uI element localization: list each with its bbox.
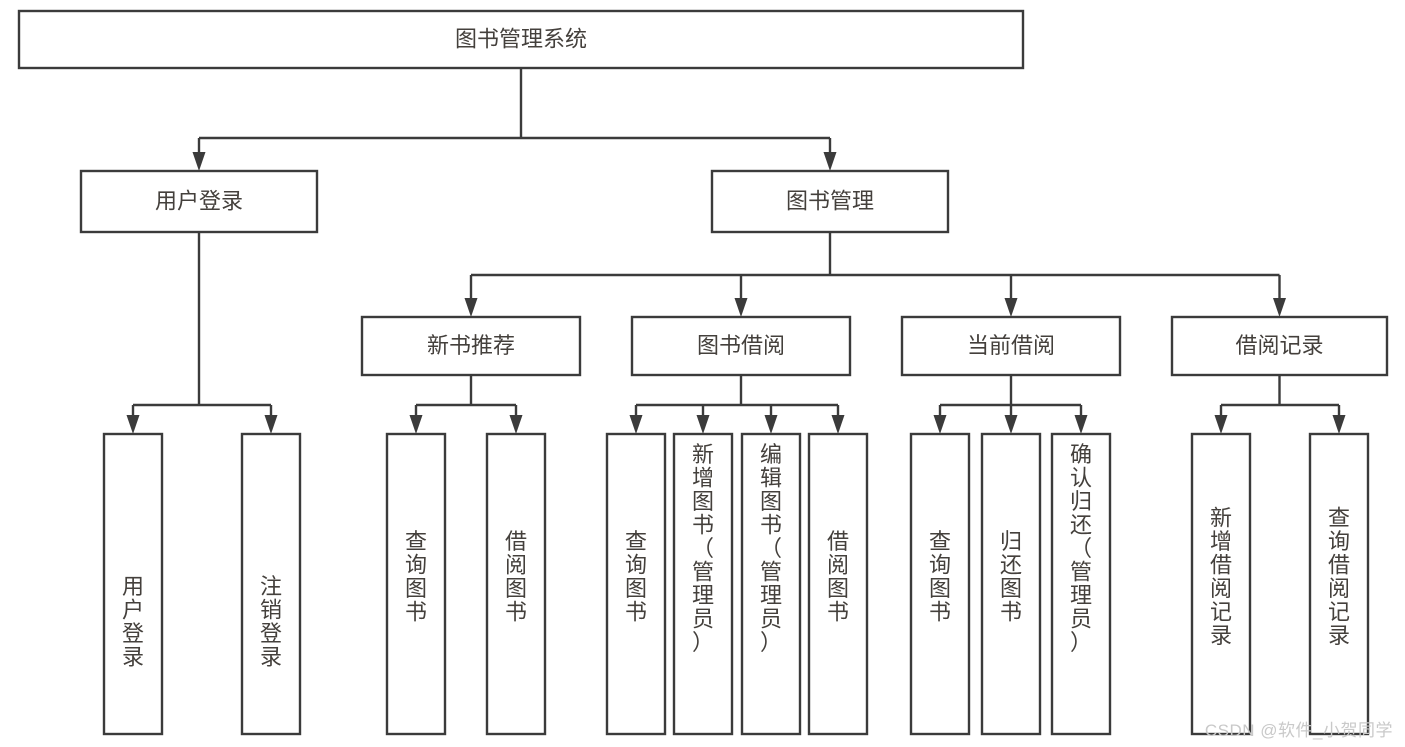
node-label: 确认归还（管理员） xyxy=(1070,442,1092,655)
arrow-head-icon xyxy=(831,415,845,434)
node-box xyxy=(102,432,164,736)
node-box xyxy=(1170,315,1389,377)
arrow-head-icon xyxy=(1214,415,1228,434)
node-label: 查询借阅记录 xyxy=(1328,505,1350,648)
arrow-head-icon xyxy=(264,415,278,434)
node-box xyxy=(630,315,852,377)
arrow-head-icon xyxy=(126,415,140,434)
arrow-head-icon xyxy=(1004,415,1018,434)
node-box xyxy=(900,315,1122,377)
csdn-watermark: CSDN @软件_小贺同学 xyxy=(1204,721,1393,740)
arrow-head-icon xyxy=(696,415,710,434)
node-leaf-query-book-current[interactable]: 查询图书 xyxy=(909,432,971,736)
node-box xyxy=(740,432,802,736)
node-leaf-add-borrow-record[interactable]: 新增借阅记录 xyxy=(1190,432,1252,736)
node-box xyxy=(672,432,734,736)
node-book-manage[interactable]: 图书管理 xyxy=(710,169,950,234)
node-leaf-query-book-recommend[interactable]: 查询图书 xyxy=(385,432,447,736)
node-box xyxy=(1190,432,1252,736)
node-box xyxy=(1308,432,1370,736)
node-box xyxy=(909,432,971,736)
arrow-head-icon xyxy=(629,415,643,434)
node-label: 借阅图书 xyxy=(827,529,849,625)
node-layer: 图书管理系统用户登录图书管理新书推荐图书借阅当前借阅借阅记录用户登录注销登录查询… xyxy=(17,9,1389,736)
node-box xyxy=(485,432,547,736)
node-box xyxy=(980,432,1042,736)
node-leaf-return-book[interactable]: 归还图书 xyxy=(980,432,1042,736)
node-label: 借阅图书 xyxy=(505,529,527,625)
arrow-head-icon xyxy=(823,152,837,171)
node-label: 新增借阅记录 xyxy=(1210,505,1232,648)
node-label: 新书推荐 xyxy=(427,333,515,358)
arrow-head-icon xyxy=(1332,415,1346,434)
node-label: 查询图书 xyxy=(405,529,427,625)
node-current-borrow[interactable]: 当前借阅 xyxy=(900,315,1122,377)
node-label: 注销登录 xyxy=(260,574,282,670)
node-borrow-record[interactable]: 借阅记录 xyxy=(1170,315,1389,377)
node-leaf-query-borrow-record[interactable]: 查询借阅记录 xyxy=(1308,432,1370,736)
node-user-login[interactable]: 用户登录 xyxy=(79,169,319,234)
node-label: 图书借阅 xyxy=(697,333,785,358)
node-leaf-logout[interactable]: 注销登录 xyxy=(240,432,302,736)
node-leaf-borrow-book[interactable]: 借阅图书 xyxy=(807,432,869,736)
arrow-head-icon xyxy=(1004,298,1018,317)
node-box xyxy=(385,432,447,736)
arrow-head-icon xyxy=(409,415,423,434)
node-root[interactable]: 图书管理系统 xyxy=(17,9,1025,70)
connector-layer xyxy=(126,68,1346,434)
node-label: 归还图书 xyxy=(1000,529,1022,625)
arrow-head-icon xyxy=(464,298,478,317)
node-label: 图书管理 xyxy=(786,188,874,213)
node-label: 用户登录 xyxy=(155,188,243,213)
arrow-head-icon xyxy=(933,415,947,434)
node-box xyxy=(605,432,667,736)
node-leaf-borrow-book-recommend[interactable]: 借阅图书 xyxy=(485,432,547,736)
node-label: 查询图书 xyxy=(929,529,951,625)
node-box xyxy=(79,169,319,234)
node-book-borrow[interactable]: 图书借阅 xyxy=(630,315,852,377)
arrow-head-icon xyxy=(734,298,748,317)
node-leaf-edit-book[interactable]: 编辑图书（管理员） xyxy=(740,432,802,736)
node-box xyxy=(807,432,869,736)
node-leaf-add-book[interactable]: 新增图书（管理员） xyxy=(672,432,734,736)
arrow-head-icon xyxy=(1074,415,1088,434)
arrow-head-icon xyxy=(1273,298,1286,317)
node-label: 借阅记录 xyxy=(1235,333,1323,358)
node-box xyxy=(240,432,302,736)
arrow-head-icon xyxy=(192,152,206,171)
node-box xyxy=(17,9,1025,70)
node-leaf-confirm-return[interactable]: 确认归还（管理员） xyxy=(1050,432,1112,736)
node-label: 当前借阅 xyxy=(967,333,1055,358)
node-new-book-recommend[interactable]: 新书推荐 xyxy=(360,315,582,377)
node-label: 查询图书 xyxy=(625,529,647,625)
node-leaf-user-login[interactable]: 用户登录 xyxy=(102,432,164,736)
node-leaf-query-book-borrow[interactable]: 查询图书 xyxy=(605,432,667,736)
node-box xyxy=(710,169,950,234)
node-label: 编辑图书（管理员） xyxy=(760,442,782,655)
node-box xyxy=(360,315,582,377)
arrow-head-icon xyxy=(764,415,778,434)
node-box xyxy=(1050,432,1112,736)
node-label: 图书管理系统 xyxy=(455,26,587,51)
arrow-head-icon xyxy=(509,415,523,434)
node-label: 新增图书（管理员） xyxy=(692,442,714,655)
node-label: 用户登录 xyxy=(122,574,144,670)
